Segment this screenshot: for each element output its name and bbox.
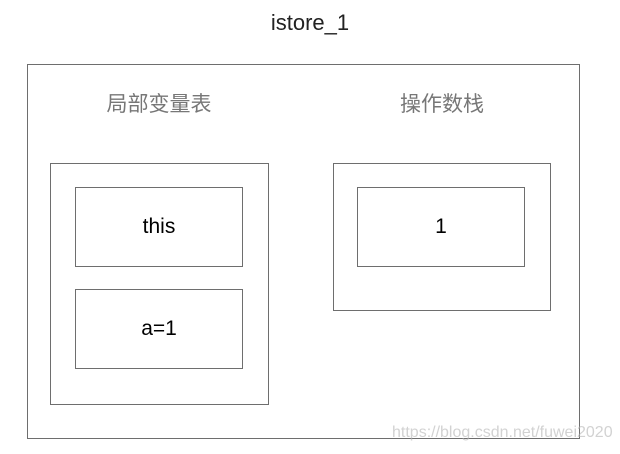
operand-stack-slot: 1	[357, 187, 525, 267]
watermark: https://blog.csdn.net/fuwei2020	[392, 424, 613, 441]
local-var-slot: a=1	[75, 289, 243, 369]
local-var-slot: this	[75, 187, 243, 267]
diagram-title: istore_1	[270, 10, 350, 35]
operand-stack-label: 操作数栈	[400, 93, 484, 116]
local-vars-label: 局部变量表	[106, 93, 212, 116]
